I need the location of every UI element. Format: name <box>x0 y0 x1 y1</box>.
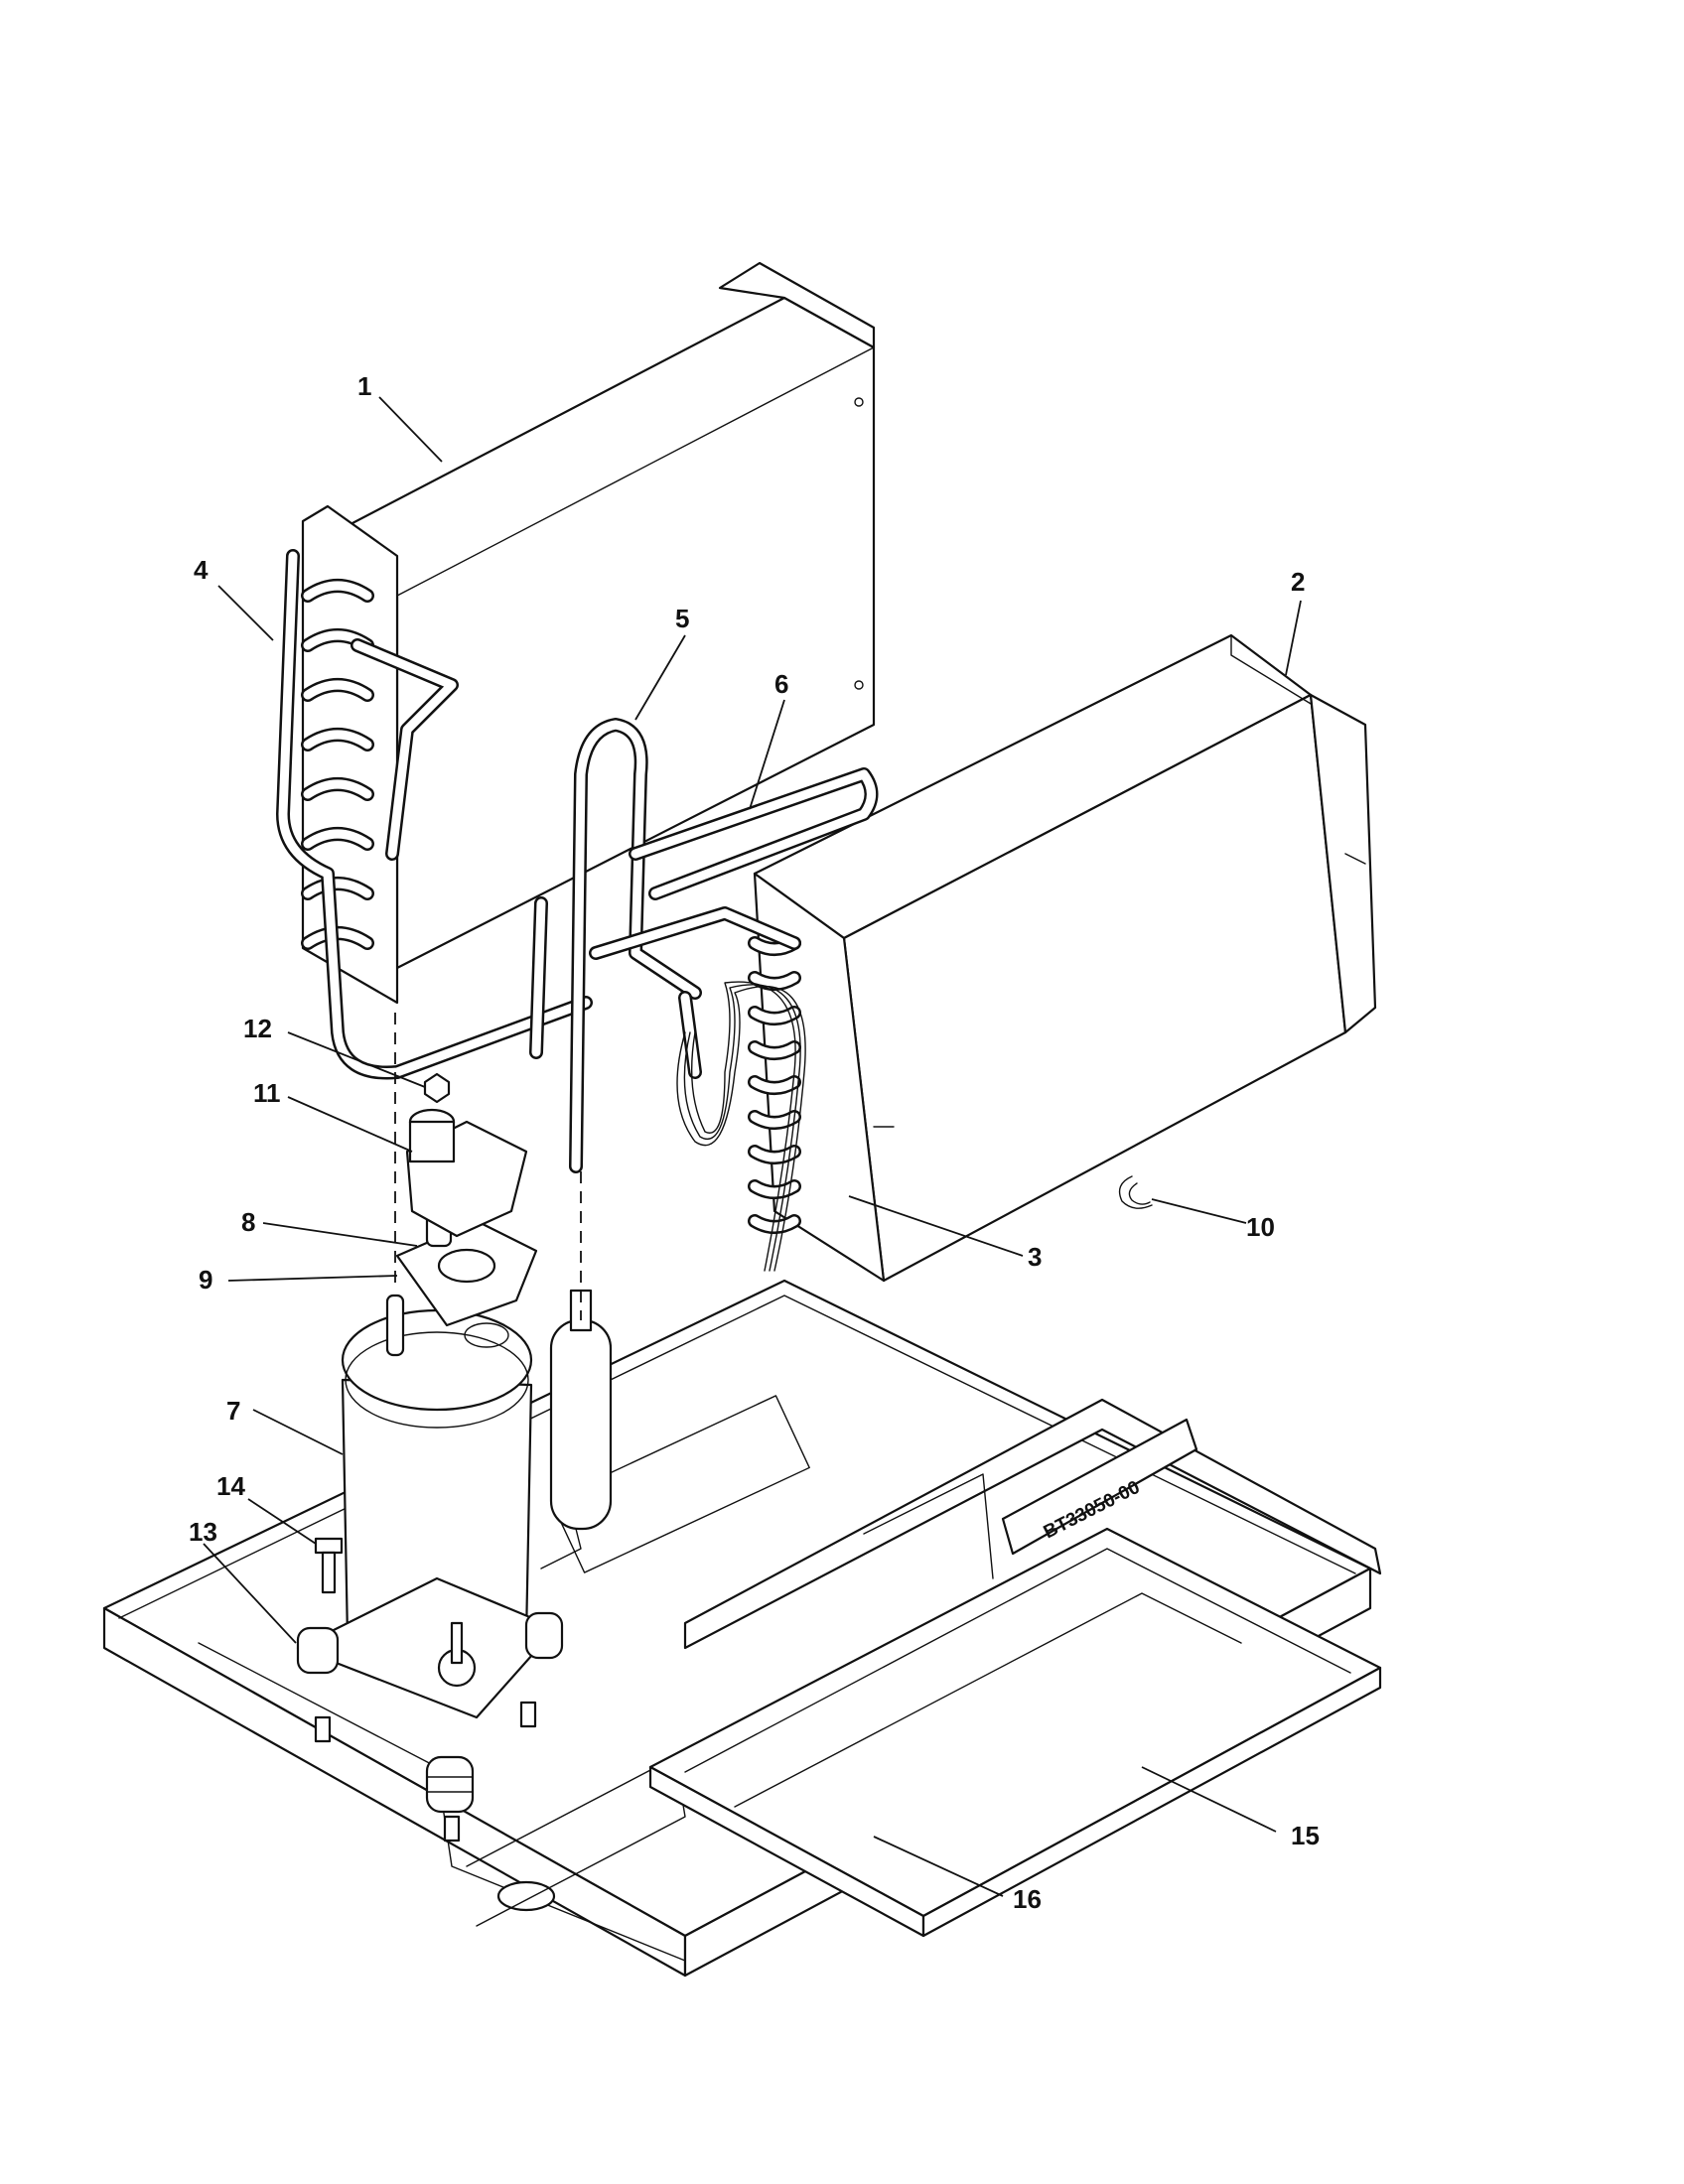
clip <box>1118 1175 1153 1209</box>
callout-13: 13 <box>189 1517 217 1547</box>
callout-10: 10 <box>1246 1212 1275 1242</box>
outdoor-coil <box>748 633 1377 1283</box>
capillary-tubes <box>676 981 806 1272</box>
callout-6: 6 <box>774 669 788 699</box>
callout-8: 8 <box>241 1207 255 1237</box>
callout-12: 12 <box>243 1014 272 1043</box>
mounting-bolt <box>314 1537 344 1594</box>
assembly-guide-lines <box>394 1013 582 1320</box>
callout-numbers: 1 2 3 4 5 6 7 8 9 10 11 12 13 14 15 16 <box>189 371 1320 1914</box>
mounting-grommets <box>296 1611 564 1843</box>
callout-11: 11 <box>253 1078 281 1108</box>
compressor <box>296 1289 613 1719</box>
callout-2: 2 <box>1291 567 1305 597</box>
callout-3: 3 <box>1028 1242 1042 1272</box>
drain-tray <box>648 1527 1382 1938</box>
callout-5: 5 <box>675 604 689 633</box>
callout-14: 14 <box>216 1471 245 1501</box>
callout-4: 4 <box>194 555 209 585</box>
callout-9: 9 <box>199 1265 212 1295</box>
terminal-cover-assembly <box>395 1072 538 1327</box>
leader-lines <box>203 396 1302 1897</box>
outdoor-coil-return-bends <box>748 936 801 1234</box>
callout-1: 1 <box>357 371 371 401</box>
callout-7: 7 <box>226 1396 240 1426</box>
callout-16: 16 <box>1013 1884 1042 1914</box>
indoor-coil-return-bends <box>301 579 374 950</box>
refrigerant-tubing <box>276 549 879 1173</box>
callout-15: 15 <box>1291 1821 1320 1850</box>
